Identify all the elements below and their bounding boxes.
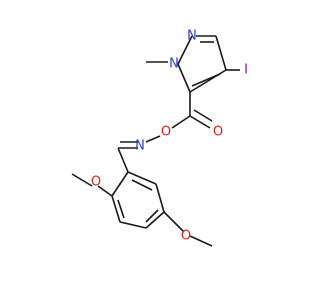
bond-c4-c5-double xyxy=(191,73,221,87)
bond-carbonyl-o xyxy=(189,115,211,129)
bond-omethoxy-top-methyl xyxy=(71,173,93,187)
bond-ring-6 xyxy=(127,171,157,185)
bond-c3-c4 xyxy=(215,35,227,71)
molecule-structure: N N I O O N O O xyxy=(71,29,248,247)
bond-carbonyl-o-double xyxy=(193,109,213,122)
bond-ch-ring xyxy=(117,147,129,173)
bond-ring-2 xyxy=(111,195,121,223)
bond-n1-n2 xyxy=(177,35,193,65)
bond-omethoxy-bottom-methyl xyxy=(189,235,213,247)
molecule-canvas: N N I O O N O O xyxy=(71,29,248,247)
atom-o-methoxy-bottom: O xyxy=(181,229,191,244)
bond-ring-4-inner xyxy=(145,209,159,223)
bond-ring-5 xyxy=(155,183,165,213)
atom-o-ester: O xyxy=(161,125,171,140)
atom-o-carbonyl: O xyxy=(213,125,223,140)
bond-ring-omethoxy-bottom xyxy=(163,211,185,233)
bond-c5-n1 xyxy=(177,63,191,93)
bond-oester-nimine xyxy=(145,135,161,143)
bond-ring-6-inner xyxy=(131,179,153,191)
bond-ring-1 xyxy=(111,171,129,197)
atom-n1: N xyxy=(169,57,179,72)
atom-o-methoxy-top: O xyxy=(91,175,101,190)
atom-n2: N xyxy=(187,29,197,44)
bond-c4-c5 xyxy=(189,69,227,93)
bond-ring-4 xyxy=(145,211,165,229)
atom-iodine: I xyxy=(244,63,248,78)
bond-ring-2-inner xyxy=(117,199,125,219)
bond-ring-3 xyxy=(119,221,147,229)
bond-ring-omethoxy-top xyxy=(97,185,113,197)
bond-carbonyl-oester xyxy=(171,115,191,129)
atom-n-imine: N xyxy=(135,139,145,154)
